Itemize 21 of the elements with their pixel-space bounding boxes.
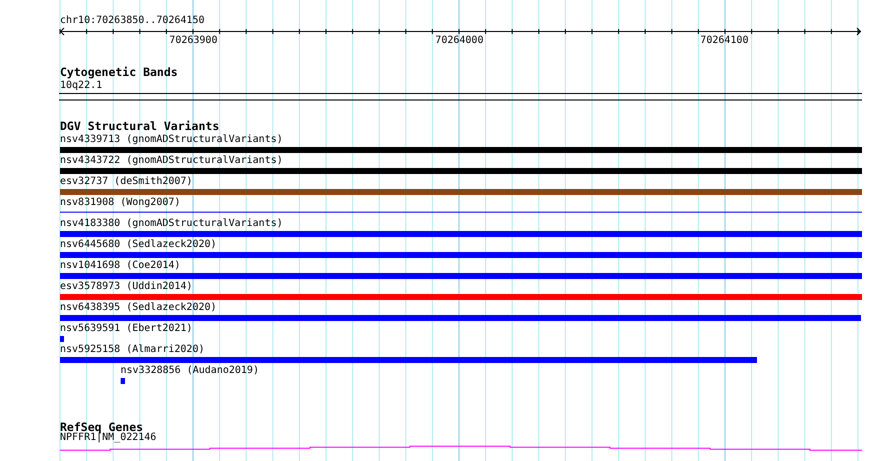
variant-label: nsv4343722 (gnomADStructuralVariants) bbox=[60, 155, 283, 167]
track-title: RefSeq Genes bbox=[60, 421, 144, 434]
variant-label: nsv4183380 (gnomADStructuralVariants) bbox=[60, 218, 283, 230]
variant-label: nsv831908 (Wong2007) bbox=[60, 197, 180, 209]
variant-label: nsv5639591 (Ebert2021) bbox=[60, 323, 192, 335]
variant-label: nsv6445680 (Sedlazeck2020) bbox=[60, 239, 217, 251]
track-title: Cytogenetic Bands bbox=[60, 66, 178, 79]
variant-label: nsv3328856 (Audano2019) bbox=[120, 365, 259, 377]
tick-label: 70263900 bbox=[169, 35, 218, 47]
variant-label: nsv5925158 (Almarri2020) bbox=[60, 344, 204, 356]
coordinate-label: chr10:70263850..70264150 bbox=[60, 15, 204, 27]
variant-label: nsv6438395 (Sedlazeck2020) bbox=[60, 302, 217, 314]
gene-label: NPFFR1|NM_022146 bbox=[60, 432, 156, 444]
variant-label: esv3578973 (Uddin2014) bbox=[60, 281, 192, 293]
variant-label: nsv1041698 (Coe2014) bbox=[60, 260, 180, 272]
variant-label: nsv4339713 (gnomADStructuralVariants) bbox=[60, 134, 283, 146]
tick-label: 70264100 bbox=[700, 35, 748, 47]
tick-label: 70264000 bbox=[435, 35, 484, 47]
variant-label: esv32737 (deSmith2007) bbox=[60, 176, 192, 188]
band-label: 10q22.1 bbox=[60, 80, 102, 92]
track-title: DGV Structural Variants bbox=[60, 120, 220, 133]
